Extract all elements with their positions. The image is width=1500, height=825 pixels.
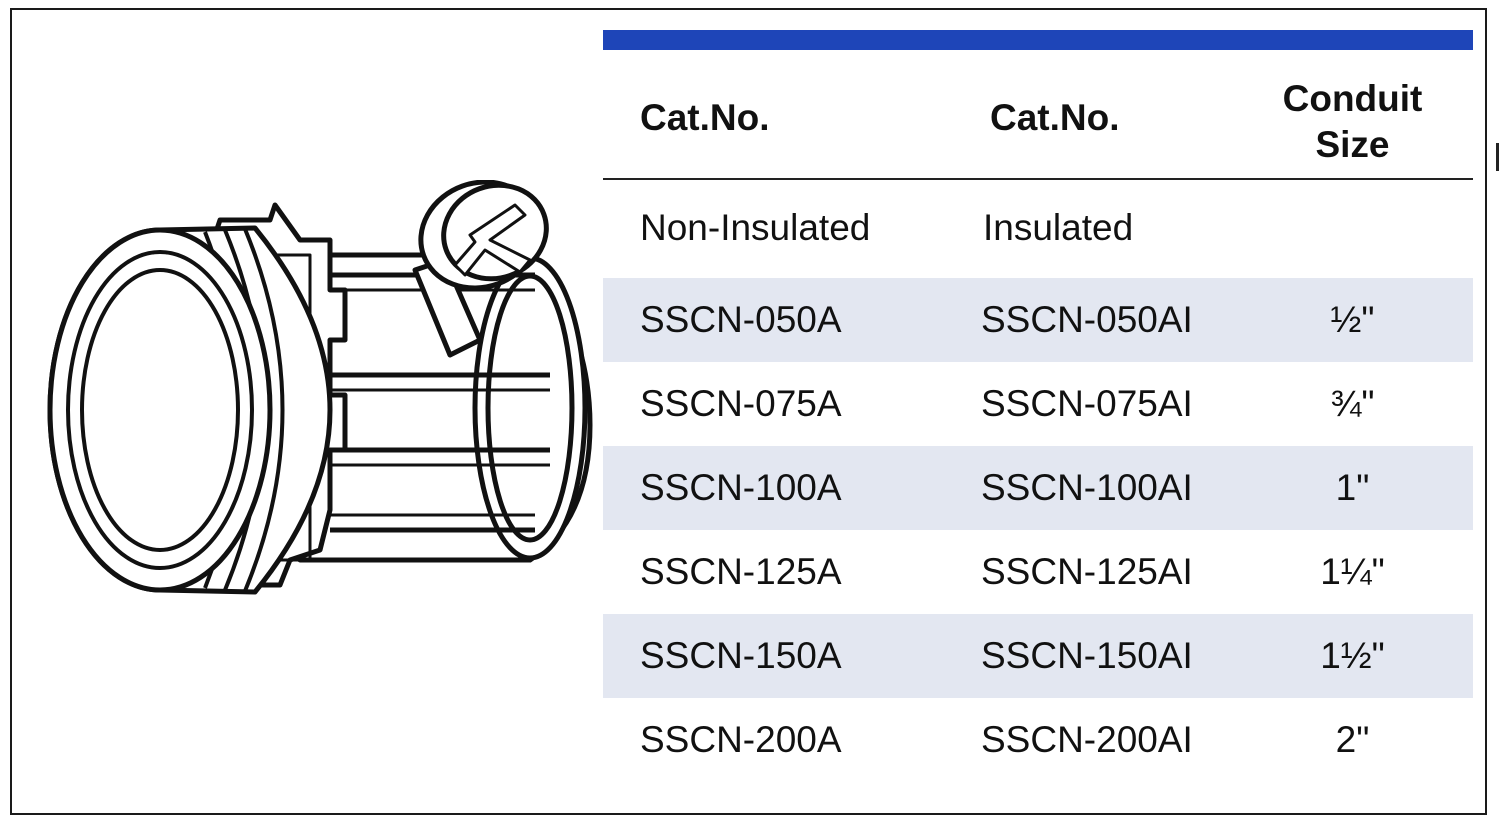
cell-conduit-size: 1½" bbox=[1320, 635, 1385, 676]
table-row: SSCN-050A SSCN-050AI ½" bbox=[603, 278, 1473, 362]
table-row: SSCN-150A SSCN-150AI 1½" bbox=[603, 614, 1473, 698]
accent-bar bbox=[603, 30, 1473, 50]
cell-insulated: SSCN-050AI bbox=[981, 299, 1193, 340]
catalog-frame bbox=[10, 8, 1487, 815]
conduit-connector-illustration bbox=[47, 180, 593, 595]
cell-insulated: SSCN-200AI bbox=[981, 719, 1193, 760]
cell-insulated: SSCN-150AI bbox=[981, 635, 1193, 676]
header-cat-no-non-insulated: Cat.No. bbox=[640, 97, 770, 138]
cell-conduit-size: 2" bbox=[1335, 719, 1370, 760]
header-divider bbox=[603, 178, 1473, 180]
cell-insulated: SSCN-100AI bbox=[981, 467, 1193, 508]
cell-insulated: SSCN-075AI bbox=[981, 383, 1193, 424]
cell-non-insulated: SSCN-125A bbox=[640, 551, 842, 592]
header-cat-no-insulated: Cat.No. bbox=[990, 97, 1120, 138]
cell-non-insulated: SSCN-075A bbox=[640, 383, 842, 424]
cell-non-insulated: SSCN-100A bbox=[640, 467, 842, 508]
table-row: SSCN-200A SSCN-200AI 2" bbox=[603, 698, 1473, 782]
cell-conduit-size: 1¼" bbox=[1320, 551, 1385, 592]
header-conduit-size: Conduit Size bbox=[1260, 76, 1445, 168]
subheader-non-insulated: Non-Insulated bbox=[640, 207, 871, 248]
subheader-insulated: Insulated bbox=[983, 207, 1134, 248]
header-conduit-size-line2: Size bbox=[1315, 124, 1390, 165]
table-row: SSCN-075A SSCN-075AI ¾" bbox=[603, 362, 1473, 446]
edge-mark bbox=[1496, 143, 1499, 171]
table-row: SSCN-125A SSCN-125AI 1¼" bbox=[603, 530, 1473, 614]
cell-conduit-size: 1" bbox=[1335, 467, 1370, 508]
cell-non-insulated: SSCN-050A bbox=[640, 299, 842, 340]
cell-conduit-size: ¾" bbox=[1330, 383, 1375, 424]
cell-non-insulated: SSCN-200A bbox=[640, 719, 842, 760]
cell-insulated: SSCN-125AI bbox=[981, 551, 1193, 592]
cell-conduit-size: ½" bbox=[1330, 299, 1375, 340]
header-conduit-size-line1: Conduit bbox=[1282, 78, 1423, 119]
cell-non-insulated: SSCN-150A bbox=[640, 635, 842, 676]
table-row: SSCN-100A SSCN-100AI 1" bbox=[603, 446, 1473, 530]
